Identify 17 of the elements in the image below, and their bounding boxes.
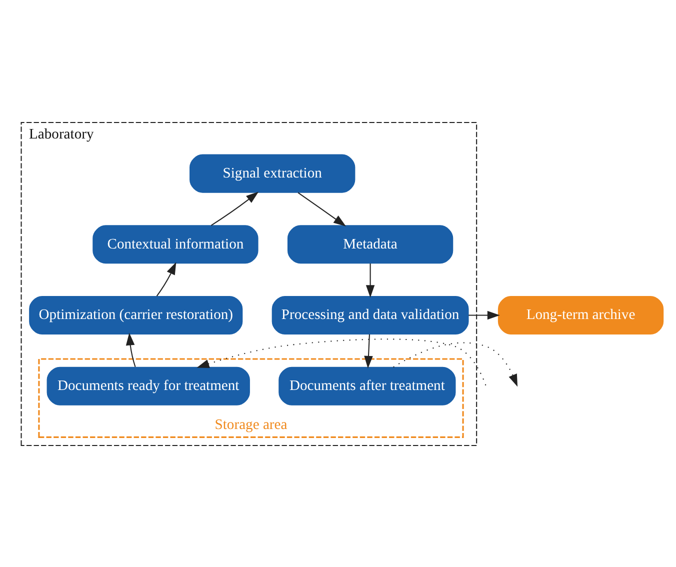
arrow bbox=[210, 191, 259, 226]
arrow bbox=[156, 262, 176, 296]
node-box: Long-term archive bbox=[498, 295, 664, 334]
arrow bbox=[196, 338, 486, 385]
node-box: Contextual information bbox=[92, 224, 258, 264]
node-box: Signal extraction bbox=[190, 154, 356, 192]
arrow bbox=[393, 342, 518, 386]
arrow bbox=[126, 332, 136, 367]
arrow bbox=[298, 192, 346, 226]
arrow bbox=[366, 263, 375, 298]
node-box: Processing and data validation bbox=[272, 295, 469, 334]
node-box: Metadata bbox=[287, 224, 454, 264]
arrow bbox=[468, 310, 500, 320]
arrow bbox=[364, 334, 373, 368]
node-box: Documents after treatment bbox=[278, 366, 456, 405]
node-box: Optimization (carrier restoration) bbox=[29, 295, 243, 334]
node-box: Documents ready for treatment bbox=[46, 366, 250, 405]
